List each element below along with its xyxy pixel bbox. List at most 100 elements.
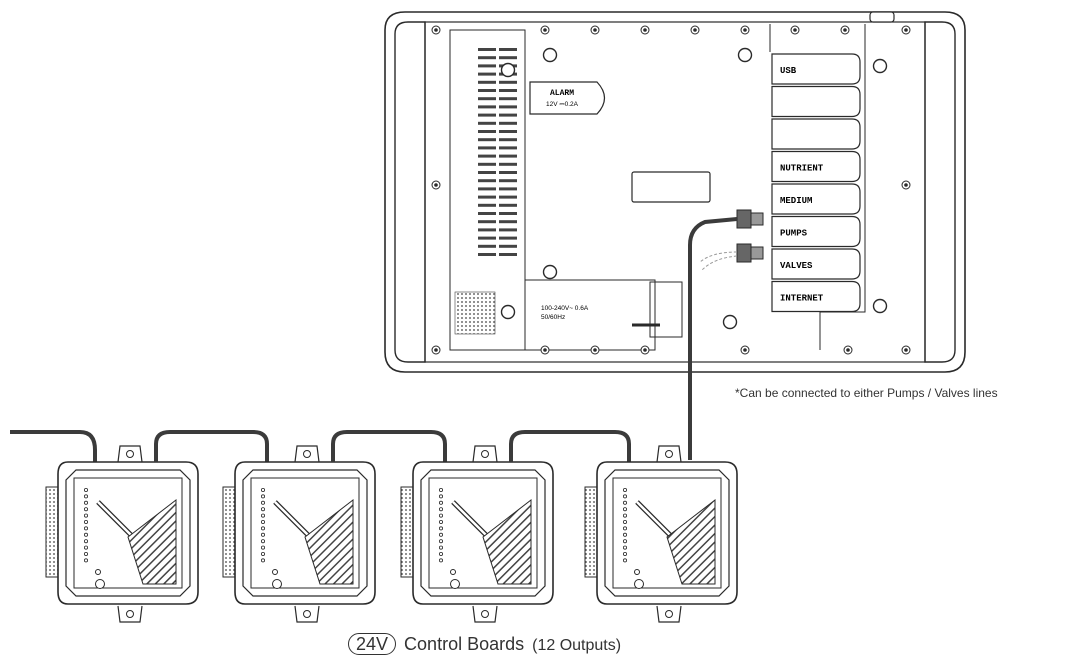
vent-slot	[499, 187, 517, 191]
power-rating-line2: 50/60Hz	[541, 314, 565, 321]
input-cable	[10, 430, 97, 462]
vent-slot	[478, 97, 496, 101]
port-label: PUMPS	[780, 229, 808, 239]
port-label: MEDIUM	[780, 196, 812, 206]
vent-slot	[478, 171, 496, 174]
vent-slot	[499, 113, 517, 117]
mount-hole	[737, 47, 753, 63]
vent-slot	[478, 236, 496, 240]
vent-slot	[499, 121, 517, 125]
vent-slots	[454, 48, 517, 335]
port-slot: NUTRIENT	[771, 150, 861, 183]
port-slot	[771, 118, 861, 150]
vent-slot	[499, 171, 517, 174]
caption-title: Control Boards	[404, 634, 525, 654]
port-label: VALVES	[780, 261, 813, 271]
vent-slot	[499, 130, 517, 133]
alarm-label: ALARM	[550, 89, 574, 98]
vent-slot	[499, 203, 517, 207]
vent-slot	[499, 97, 517, 101]
screw	[540, 25, 550, 35]
vent-slot	[478, 56, 496, 60]
vent-slot	[478, 228, 496, 232]
vent-slot	[478, 89, 496, 92]
mount-hole	[500, 62, 516, 78]
mount-hole	[500, 304, 516, 320]
vent-slot	[478, 203, 496, 207]
mount-hole	[872, 298, 888, 314]
vent-slot	[499, 146, 517, 150]
vent-slot	[499, 179, 517, 183]
vent-slot	[499, 89, 517, 92]
screw	[790, 25, 800, 35]
chain-cable	[331, 430, 447, 462]
control-board	[584, 445, 738, 623]
control-boards	[45, 430, 738, 623]
vent-slot	[499, 212, 517, 215]
screw	[901, 180, 911, 190]
vent-slot	[499, 154, 517, 158]
port-labels: USB NUTRIENT MEDIUM PUMPS VALVES INTERNET	[771, 53, 861, 313]
vent-slot	[478, 187, 496, 191]
screw	[540, 345, 550, 355]
mount-hole	[542, 47, 558, 63]
screw	[590, 25, 600, 35]
port-slot: USB	[771, 53, 861, 85]
vent-slot	[478, 220, 496, 224]
screw	[840, 25, 850, 35]
port-label: INTERNET	[780, 294, 824, 304]
vent-slot	[499, 138, 517, 142]
vent-slot	[478, 113, 496, 117]
vent-slot	[499, 162, 517, 166]
vent-slot	[499, 80, 517, 84]
vent-slot	[499, 105, 517, 109]
vent-slot	[499, 253, 517, 256]
vent-slot	[478, 130, 496, 133]
vent-slot	[478, 80, 496, 84]
screw	[431, 25, 441, 35]
caption: 24V Control Boards (12 Outputs)	[348, 633, 621, 655]
vent-slot	[478, 121, 496, 125]
vent-slot	[499, 48, 517, 51]
chain-cable	[509, 430, 631, 462]
screw	[740, 25, 750, 35]
screw	[640, 25, 650, 35]
mount-hole	[722, 314, 738, 330]
vent-slot	[478, 105, 496, 109]
control-board	[222, 445, 376, 623]
connection-note: *Can be connected to either Pumps / Valv…	[735, 386, 998, 400]
port-label: USB	[780, 66, 797, 76]
mount-hole	[542, 264, 558, 280]
alarm-rating: 12V ⎓0.2A	[546, 101, 579, 108]
vent-slot	[478, 244, 496, 248]
screws	[431, 25, 911, 355]
vent-slot	[478, 72, 496, 76]
controller-unit: ALARM 12V ⎓0.2A 100-240V~ 0.6A 50/60Hz U…	[384, 11, 966, 373]
control-board	[400, 445, 554, 623]
port-slot	[771, 85, 861, 118]
port-label: NUTRIENT	[780, 164, 824, 174]
vent-slot	[499, 56, 517, 60]
vent-grid	[454, 291, 496, 335]
vent-slot	[499, 236, 517, 240]
screw	[901, 25, 911, 35]
vent-slot	[478, 162, 496, 166]
screw	[901, 345, 911, 355]
vent-slot	[499, 228, 517, 232]
port-slot: PUMPS	[771, 215, 861, 248]
chain-cable	[154, 430, 269, 462]
caption-outputs: (12 Outputs)	[532, 637, 622, 654]
vent-slot	[478, 48, 496, 51]
vent-slot	[478, 179, 496, 183]
vent-slot	[478, 195, 496, 199]
vent-slot	[499, 220, 517, 224]
screw	[431, 180, 441, 190]
port-slot: VALVES	[771, 248, 861, 280]
control-board	[45, 445, 199, 623]
cable-connectors	[688, 209, 764, 460]
vent-slot	[478, 64, 496, 68]
screw	[740, 345, 750, 355]
screw	[431, 345, 441, 355]
